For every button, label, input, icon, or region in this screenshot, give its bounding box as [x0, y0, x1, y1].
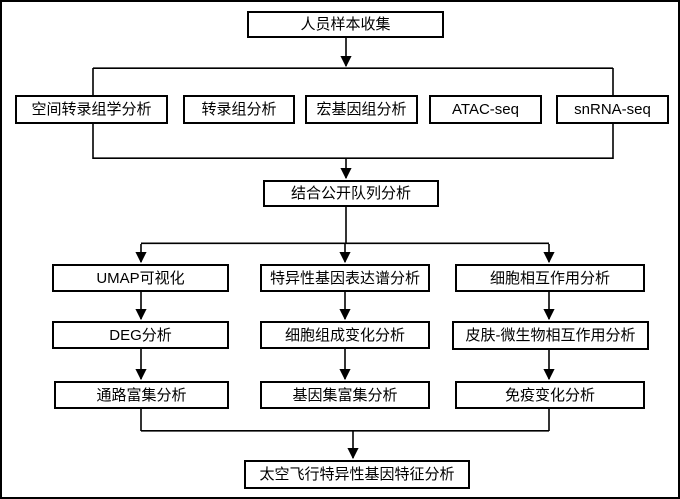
- node-immune-change: 免疫变化分析: [455, 381, 645, 409]
- node-transcriptome-analysis: 转录组分析: [183, 95, 295, 124]
- node-deg-analysis: DEG分析: [52, 321, 229, 349]
- node-sample-collection: 人员样本收集: [247, 11, 444, 38]
- node-metagenome-analysis: 宏基因组分析: [305, 95, 418, 124]
- node-pathway-enrichment: 通路富集分析: [54, 381, 229, 409]
- node-skin-microbe-interaction: 皮肤-微生物相互作用分析: [452, 321, 649, 350]
- node-specific-gene-expression: 特异性基因表达谱分析: [260, 264, 430, 292]
- flow-connectors: [92, 38, 614, 460]
- node-spatial-transcriptomics: 空间转录组学分析: [15, 95, 168, 124]
- node-gene-set-enrichment: 基因集富集分析: [260, 381, 430, 409]
- node-snrna-seq: snRNA-seq: [556, 95, 669, 124]
- node-cell-interaction: 细胞相互作用分析: [455, 264, 645, 292]
- node-public-cohort-analysis: 结合公开队列分析: [263, 180, 439, 207]
- node-atac-seq: ATAC-seq: [429, 95, 542, 124]
- node-umap-visualization: UMAP可视化: [52, 264, 229, 292]
- node-cell-composition-change: 细胞组成变化分析: [260, 321, 430, 349]
- node-spaceflight-signature: 太空飞行特异性基因特征分析: [244, 460, 470, 489]
